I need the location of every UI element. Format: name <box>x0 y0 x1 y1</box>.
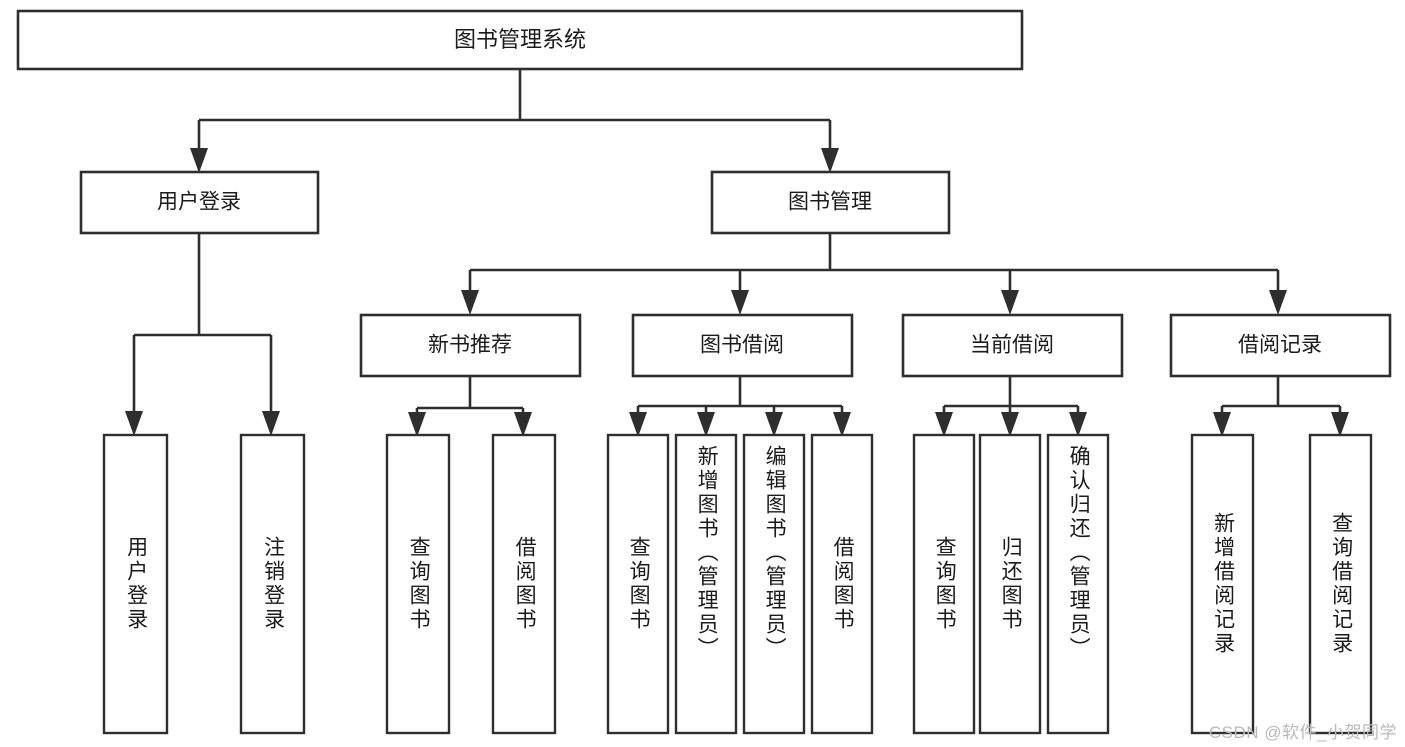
arrowheads-book-borrow-leaves <box>629 412 851 437</box>
arrowheads-current-borrow-leaves <box>935 412 1087 437</box>
node-borrow-record-label: 借阅记录 <box>1238 334 1322 357</box>
csdn-watermark: CSDN @软件_小贺同学 <box>1208 723 1397 742</box>
node-book-borrow-label: 图书借阅 <box>700 334 784 357</box>
leaf-box-borrow-book-1[interactable] <box>491 433 557 735</box>
leaf-box-query-book-3[interactable] <box>912 433 976 735</box>
connector-group-new-book <box>415 376 525 416</box>
arrowheads-user-login-leaves <box>125 411 280 436</box>
arrowheads-level3 <box>461 290 1287 315</box>
leaf-box-user-login[interactable] <box>102 433 169 735</box>
connector-group-book-borrow <box>636 376 844 414</box>
connector-group-root <box>197 69 832 150</box>
leaf-box-confirm-return-admin[interactable] <box>1046 433 1110 735</box>
arrowheads-new-book-leaves <box>408 412 532 437</box>
node-root[interactable]: 图书管理系统 <box>16 9 1024 71</box>
connector-group-user-login <box>132 233 273 415</box>
leaf-box-return-book[interactable] <box>978 433 1042 735</box>
connector-group-current-borrow <box>942 376 1080 414</box>
arrowheads-borrow-record-leaves <box>1213 412 1349 437</box>
node-new-book-recommend-label: 新书推荐 <box>428 334 512 357</box>
leaf-box-query-borrow-record[interactable] <box>1308 433 1373 735</box>
node-root-label: 图书管理系统 <box>454 27 586 52</box>
connector-group-borrow-record <box>1220 376 1342 414</box>
leaf-box-edit-book-admin[interactable] <box>742 433 806 735</box>
node-current-borrow[interactable]: 当前借阅 <box>901 313 1124 378</box>
node-borrow-record[interactable]: 借阅记录 <box>1169 313 1392 378</box>
leaf-box-add-book-admin[interactable] <box>674 433 738 735</box>
arrowheads-level2 <box>190 148 839 173</box>
node-book-borrow[interactable]: 图书借阅 <box>631 313 854 378</box>
node-book-management[interactable]: 图书管理 <box>710 170 951 235</box>
node-user-login-label: 用户登录 <box>157 191 241 214</box>
connector-group-book-manage <box>468 233 1280 292</box>
node-new-book-recommend[interactable]: 新书推荐 <box>359 313 582 378</box>
leaf-box-add-borrow-record[interactable] <box>1190 433 1255 735</box>
leaf-box-borrow-book-2[interactable] <box>810 433 874 735</box>
node-user-login[interactable]: 用户登录 <box>79 170 320 235</box>
node-book-management-label: 图书管理 <box>788 191 872 214</box>
node-current-borrow-label: 当前借阅 <box>970 334 1054 357</box>
leaf-box-query-book-1[interactable] <box>385 433 451 735</box>
leaf-box-logout[interactable] <box>239 433 306 735</box>
leaf-box-query-book-2[interactable] <box>606 433 670 735</box>
